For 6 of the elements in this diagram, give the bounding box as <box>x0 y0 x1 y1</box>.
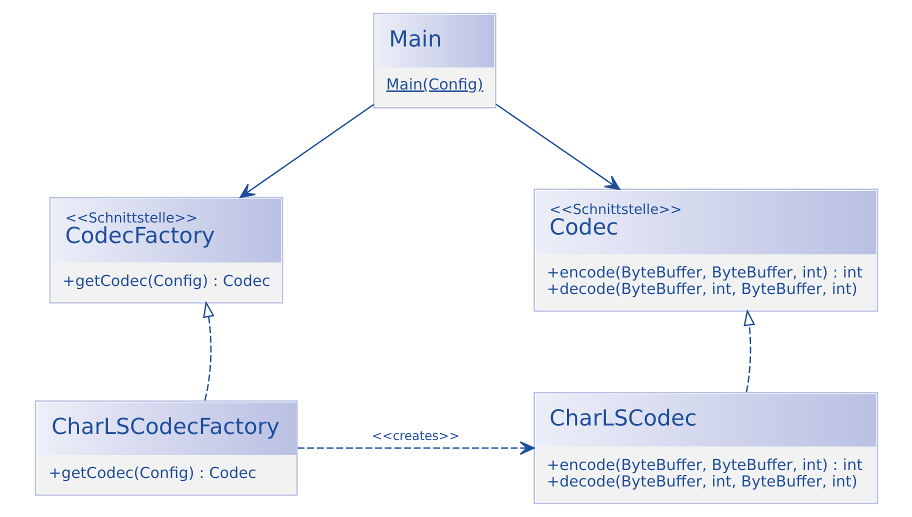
arrow <box>239 104 374 198</box>
arrow <box>495 104 620 190</box>
arrow <box>202 300 214 401</box>
arrow <box>297 441 534 455</box>
edge-label: <<creates>> <box>371 428 460 444</box>
arrow <box>743 309 755 392</box>
